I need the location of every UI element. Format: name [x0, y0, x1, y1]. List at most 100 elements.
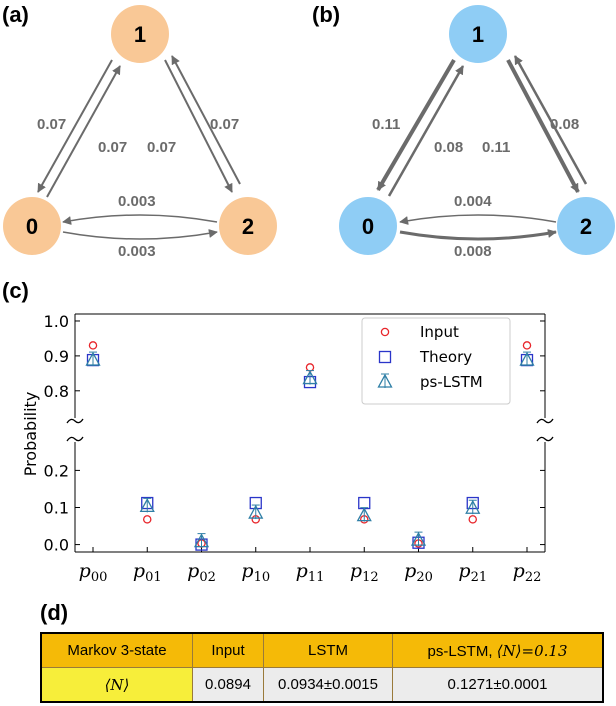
- x-tick-sub: 00: [91, 570, 108, 585]
- x-tick-base: p: [296, 560, 308, 582]
- legend-marker: [380, 327, 390, 337]
- axis-break-right-0: [536, 418, 554, 424]
- x-tick-label: p00: [79, 560, 108, 585]
- x-tick-label: p21: [458, 560, 487, 585]
- x-tick-base: p: [404, 560, 416, 582]
- edge-a-1-to-0: [37, 59, 113, 193]
- edge-b-2-to-0: [399, 214, 557, 225]
- point-theory: [358, 496, 371, 510]
- header-markov: Markov 3-state: [40, 632, 193, 668]
- x-tick-label: p11: [296, 560, 325, 585]
- x-tick-sub: 21: [471, 570, 488, 585]
- header-ps-lstm-text: ps-LSTM,: [427, 642, 497, 660]
- edge-b-1-to-0: [376, 58, 456, 192]
- x-tick-base: p: [241, 560, 253, 582]
- edge-label-b-2-to-1: 0.08: [550, 116, 579, 133]
- edge-a-1-to-2: [164, 59, 233, 193]
- x-tick-base: p: [133, 560, 145, 582]
- y-tick-label: 0.2: [44, 461, 69, 480]
- edge-a-2-to-1: [171, 55, 241, 185]
- point-input: [522, 341, 532, 350]
- node-b-2: [557, 197, 615, 255]
- y-tick-label: 0.8: [44, 382, 69, 401]
- edge-label-b-0-to-2: 0.008: [454, 243, 492, 260]
- y-tick-label: 0.0: [44, 536, 69, 555]
- cell-lstm: 0.0934±0.0015: [263, 667, 393, 703]
- x-tick-sub: 10: [254, 570, 271, 585]
- y-tick-label: 1.0: [44, 312, 69, 331]
- x-tick-sub: 12: [362, 570, 379, 585]
- edge-a-0-to-1: [46, 65, 121, 198]
- edge-label-a-2-to-1: 0.07: [210, 116, 239, 133]
- node-a-0-label: 0: [26, 214, 38, 239]
- edge-b-0-to-1: [387, 65, 465, 197]
- header-input: Input: [192, 632, 264, 668]
- node-a-1: [111, 5, 169, 63]
- results-table-wrap: Markov 3-state Input LSTM ps-LSTM, ⟨N⟩=0…: [40, 632, 604, 703]
- y-tick-label: 0.1: [44, 498, 69, 517]
- panel-a-label: (a): [2, 2, 29, 27]
- x-tick-sub: 01: [145, 570, 162, 585]
- edge-b-2-to-1: [513, 55, 588, 185]
- panel-a-graph: (a) 0.07 0.07 0.07 0.07 0.003 0.003 1 0 …: [2, 2, 277, 260]
- x-tick-label: p22: [513, 560, 542, 585]
- panel-b-graph: (b) 0.11 0.08 0.11 0.08 0.004 0.008 1 0 …: [312, 2, 615, 260]
- x-tick-sub: 22: [525, 570, 542, 585]
- node-b-0: [339, 197, 397, 255]
- row-label-n: ⟨N⟩: [40, 667, 193, 703]
- y-tick-label: 0.9: [44, 347, 69, 366]
- point-input: [468, 515, 477, 524]
- panel-b-label: (b): [312, 2, 340, 27]
- edge-b-1-to-2: [506, 59, 580, 193]
- x-tick-label: p12: [350, 560, 379, 585]
- x-tick-label: p20: [404, 560, 433, 585]
- legend-entry: Input: [420, 323, 459, 341]
- node-b-0-label: 0: [362, 214, 374, 239]
- results-table: Markov 3-state Input LSTM ps-LSTM, ⟨N⟩=0…: [40, 632, 604, 703]
- header-ps-lstm-n: ⟨N⟩=0.13: [496, 641, 568, 660]
- table-row: ⟨N⟩ 0.0894 0.0934±0.0015 0.1271±0.0001: [40, 667, 604, 703]
- x-tick-base: p: [458, 560, 470, 582]
- table-header-row: Markov 3-state Input LSTM ps-LSTM, ⟨N⟩=0…: [40, 632, 604, 668]
- point-input: [305, 363, 315, 372]
- figure-canvas: (a) 0.07 0.07 0.07 0.07 0.003 0.003 1 0 …: [2, 2, 615, 625]
- edge-a-2-to-0: [62, 214, 218, 225]
- node-a-2: [219, 197, 277, 255]
- panel-c-label: (c): [2, 278, 29, 303]
- edge-label-a-0-to-2: 0.003: [118, 243, 156, 260]
- node-a-1-label: 1: [134, 22, 146, 47]
- cell-input: 0.0894: [192, 667, 264, 703]
- x-tick-sub: 20: [416, 570, 433, 585]
- legend-entry: Theory: [419, 348, 472, 366]
- axis-break-right-1: [536, 436, 554, 442]
- edge-label-b-2-to-0: 0.004: [454, 193, 492, 210]
- x-tick-label: p02: [187, 560, 216, 585]
- edge-label-b-1-to-0: 0.11: [372, 116, 400, 133]
- node-b-2-label: 2: [580, 214, 592, 239]
- x-tick-base: p: [187, 560, 199, 582]
- edge-a-0-to-2: [62, 229, 218, 240]
- node-a-2-label: 2: [242, 214, 254, 239]
- legend-entry: ps-LSTM: [420, 373, 483, 391]
- edge-label-a-1-to-2: 0.07: [147, 139, 176, 156]
- edge-label-b-1-to-2: 0.11: [482, 139, 510, 156]
- panel-d-label: (d): [40, 600, 68, 625]
- point-input: [142, 515, 152, 524]
- x-tick-label: p10: [241, 560, 270, 585]
- node-b-1-label: 1: [472, 22, 484, 47]
- node-b-1: [449, 5, 507, 63]
- edge-b-0-to-2: [399, 229, 557, 241]
- cell-ps-lstm: 0.1271±0.0001: [392, 667, 604, 703]
- edge-label-b-0-to-1: 0.08: [434, 139, 463, 156]
- axis-break-left-0: [66, 418, 84, 424]
- x-tick-label: p01: [133, 560, 162, 585]
- point-input: [88, 341, 98, 350]
- legend-marker: [378, 350, 392, 364]
- x-tick-sub: 02: [199, 570, 216, 585]
- axis-break-left-1: [66, 436, 84, 442]
- x-tick-sub: 11: [308, 570, 325, 585]
- x-tick-base: p: [350, 560, 362, 582]
- x-tick-base: p: [79, 560, 91, 582]
- legend-box: [361, 317, 511, 405]
- header-ps-lstm: ps-LSTM, ⟨N⟩=0.13: [392, 632, 604, 668]
